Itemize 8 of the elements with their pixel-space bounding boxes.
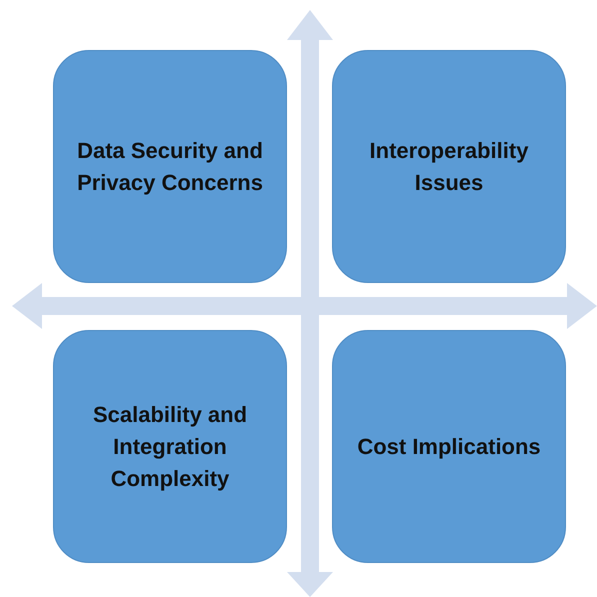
quadrant-box	[332, 330, 566, 563]
box-label: Data Security and Privacy Concerns	[76, 136, 264, 197]
quadrant-box	[53, 50, 287, 283]
box-label: Cost Implications	[356, 432, 542, 461]
quadrant-box	[53, 330, 287, 563]
box-label: Interoperability Issues	[368, 136, 530, 196]
box-label: Scalability and Integration Complexity	[92, 400, 248, 493]
quadrant-box	[332, 50, 566, 283]
